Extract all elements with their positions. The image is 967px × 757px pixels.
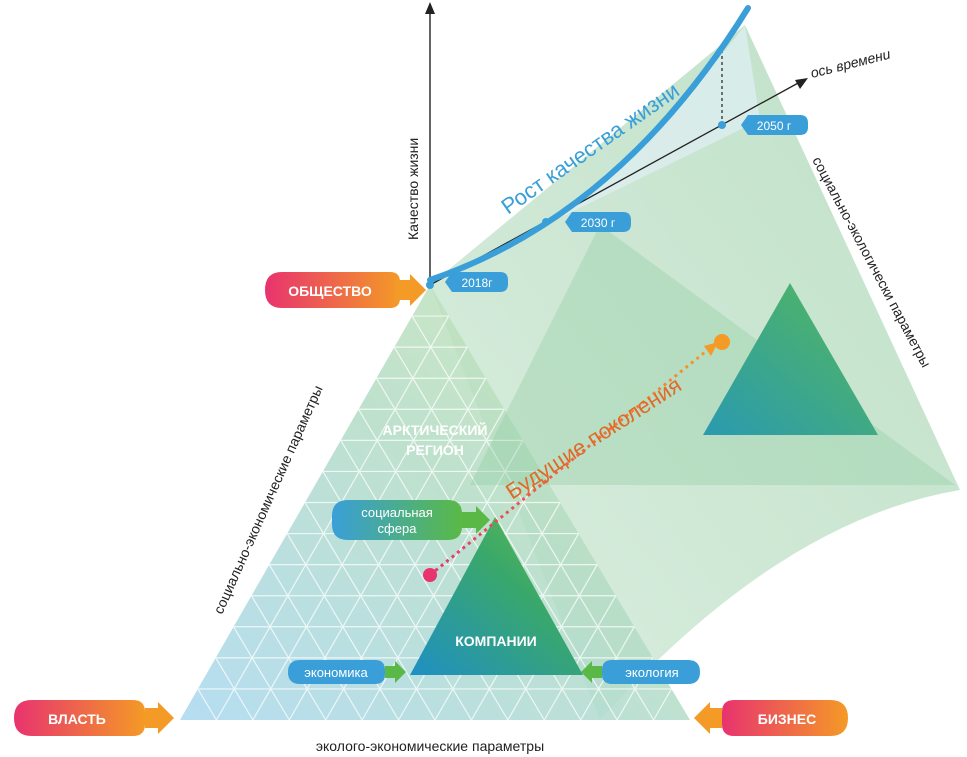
grid-line-left <box>411 315 655 721</box>
ecology-label: экология <box>625 665 678 680</box>
future-companies-triangle <box>703 283 878 435</box>
year-2050-badge: 2050 г <box>741 115 808 135</box>
time-axis-label: ось времени <box>809 46 892 81</box>
year-2050-label: 2050 г <box>757 119 792 133</box>
social-sphere-line2: сфера <box>378 521 418 536</box>
economy-arrow <box>385 661 406 683</box>
time-axis-arrowhead <box>795 78 808 89</box>
grid-line-left <box>197 688 217 721</box>
social-sphere-line1: социальная <box>361 505 433 520</box>
economy-label: экономика <box>304 665 368 680</box>
power-label: ВЛАСТЬ <box>48 711 106 727</box>
companies-label: КОМПАНИИ <box>455 633 537 649</box>
year-2050-dot <box>718 121 726 129</box>
year-2030-dot <box>542 218 550 226</box>
vertical-axis-arrowhead <box>425 2 435 14</box>
ecology-pill: экология <box>602 660 700 684</box>
society-badge: ОБЩЕСТВО <box>265 272 400 308</box>
arctic-region-label-line1: АРКТИЧЕСКИЙ <box>383 421 488 438</box>
grid-line-left <box>268 564 363 721</box>
bottom-params-label: эколого-экономические параметры <box>316 738 544 754</box>
year-2018-dot <box>426 281 434 289</box>
projection-band <box>430 25 760 285</box>
society-label: ОБЩЕСТВО <box>288 283 372 299</box>
future-generations-arrowhead <box>704 342 718 356</box>
year-2018-label: 2018г <box>461 276 493 290</box>
year-2018-badge: 2018г <box>445 272 508 292</box>
grid-line-right <box>653 688 672 721</box>
ecology-arrow <box>581 661 602 683</box>
companies-triangle <box>410 517 583 675</box>
year-2030-badge: 2030 г <box>565 212 631 232</box>
timeline-end-dot <box>714 334 730 350</box>
vertical-axis-label: Качество жизни <box>405 138 421 240</box>
business-label: БИЗНЕС <box>758 711 816 727</box>
quality-growth-curve <box>427 5 751 283</box>
business-arrow <box>694 702 722 734</box>
year-2030-label: 2030 г <box>581 216 616 230</box>
society-arrow <box>395 274 426 306</box>
grid-line-left <box>233 626 290 721</box>
arctic-region-label-line2: РЕГИОН <box>406 442 464 458</box>
business-badge: БИЗНЕС <box>722 700 848 736</box>
timeline-start-dot <box>423 568 437 582</box>
economy-pill: экономика <box>288 660 385 684</box>
social-sphere-pill: социальная сфера <box>332 500 462 540</box>
grid-line-left <box>304 502 436 721</box>
power-badge: ВЛАСТЬ <box>14 700 145 736</box>
social-sphere-arrow <box>462 506 490 534</box>
power-arrow <box>145 702 174 734</box>
